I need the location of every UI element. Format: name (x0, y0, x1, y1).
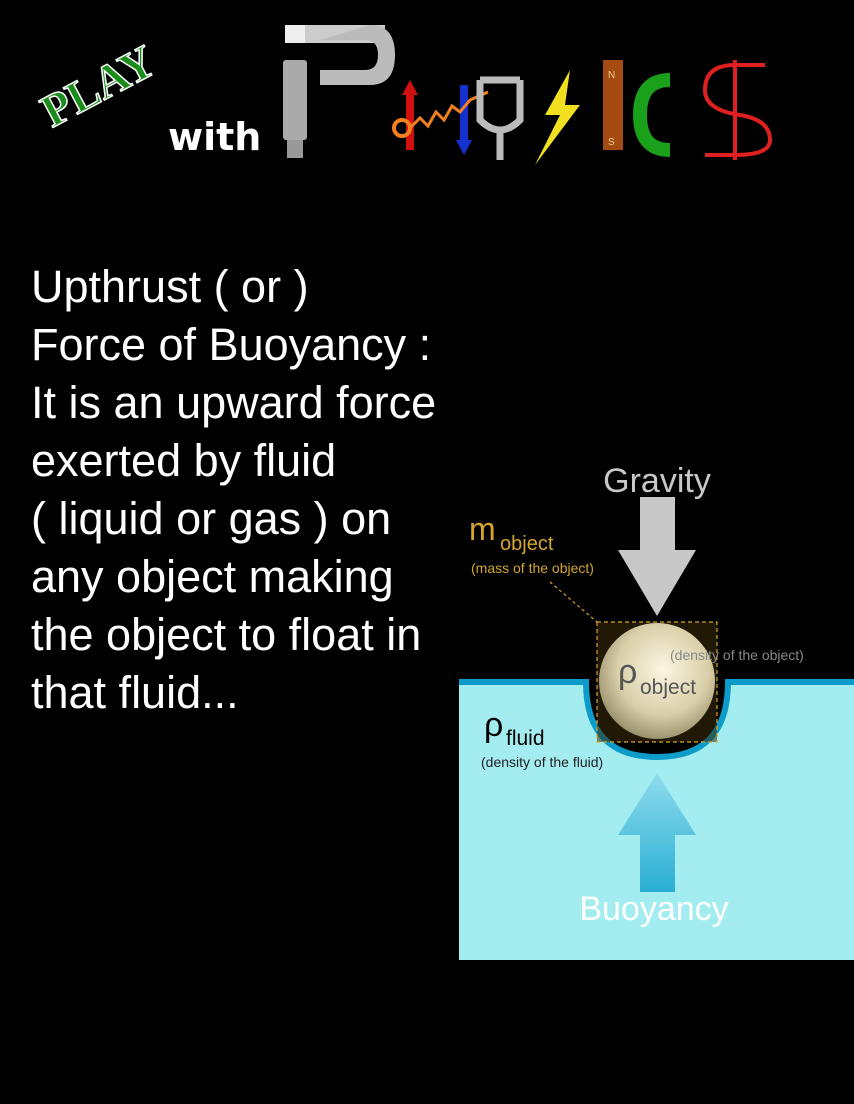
definition-line: Force of Buoyancy : (31, 319, 432, 370)
gravity-arrow (618, 497, 696, 616)
buoyancy-label: Buoyancy (579, 890, 728, 928)
definition-line: the object to float in (31, 609, 422, 660)
magnet-n-label: N (608, 70, 615, 81)
physics-letters: N S (283, 25, 773, 165)
upthrust-definition: Upthrust ( or ) Force of Buoyancy : It i… (31, 258, 436, 722)
definition-line: any object making (31, 551, 394, 602)
fluid-density-symbol: ρ (484, 706, 503, 744)
buoyancy-arrow (618, 773, 696, 892)
magnet-s-label: S (608, 137, 615, 148)
definition-line: exerted by fluid (31, 435, 337, 486)
definition-line: ( liquid or gas ) on (31, 493, 392, 544)
definition-line: that fluid... (31, 667, 239, 718)
definition-line: It is an upward force (31, 377, 437, 428)
play-with-physics-logo: PLAY with N S (32, 25, 773, 165)
floating-object (599, 623, 715, 739)
definition-line: Upthrust ( or ) (31, 261, 309, 312)
gravity-label: Gravity (603, 462, 711, 500)
object-density-subscript: object (640, 676, 696, 699)
object-density-note: (density of the object) (670, 647, 804, 663)
fluid-density-note: (density of the fluid) (481, 754, 603, 770)
mass-symbol: m (469, 511, 496, 547)
mass-subscript: object (500, 533, 554, 555)
with-text: with (168, 115, 261, 159)
fluid-surface (459, 679, 854, 761)
object-density-symbol: ρ (618, 653, 637, 691)
fluid-density-subscript: fluid (506, 727, 545, 750)
mass-note: (mass of the object) (471, 560, 594, 576)
